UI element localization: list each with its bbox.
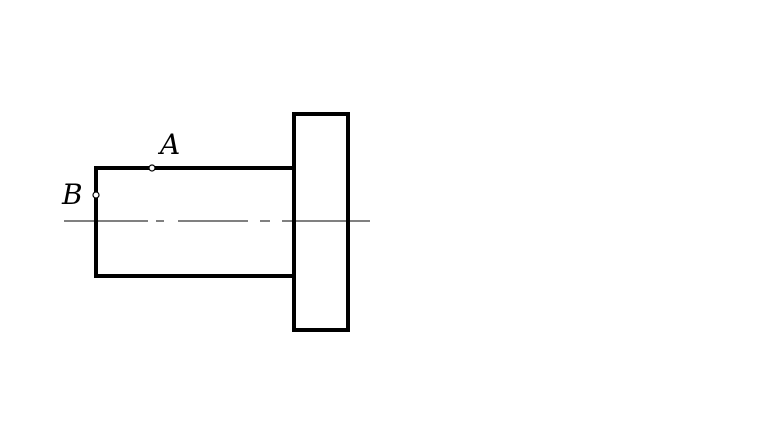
point-a-marker: [148, 164, 156, 172]
point-b-marker: [92, 191, 100, 199]
shaft-body: [94, 166, 294, 278]
label-a: A: [157, 128, 180, 161]
label-b: B: [61, 178, 83, 211]
flange: [292, 112, 350, 332]
